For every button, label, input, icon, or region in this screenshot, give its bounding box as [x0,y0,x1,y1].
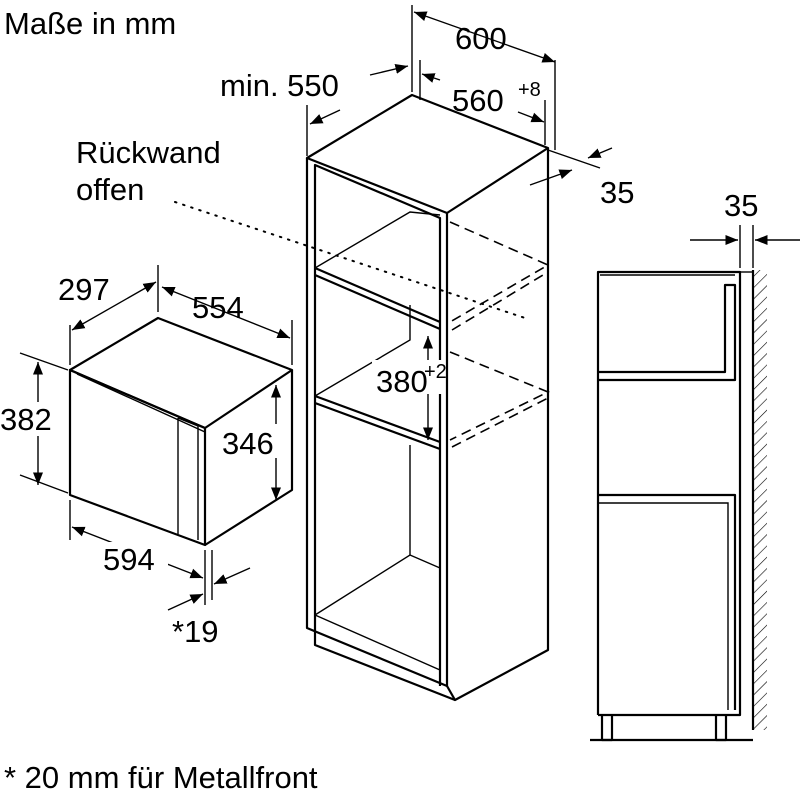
inner-depth-tolerance: +8 [518,79,541,101]
front-thickness: *19 [172,614,219,649]
niche-height: 380 [376,364,428,399]
back-open-label-1: Rückwand [76,135,221,170]
inner-depth: 560 [452,83,504,118]
cabinet-dimensions [306,5,613,440]
appliance-width-top: 554 [192,290,244,325]
side-view [590,225,800,742]
appliance-depth: 297 [58,272,110,307]
offset-35: 35 [600,175,634,210]
appliance-inner-height: 346 [222,426,274,461]
wall-gap: 35 [724,188,758,223]
niche-height-tolerance: +2 [424,361,447,383]
microwave [68,316,294,547]
depth-total: 600 [455,21,507,56]
depth-min: min. 550 [220,68,339,103]
title: Maße in mm [4,6,176,41]
appliance-width: 594 [103,542,155,577]
tall-cabinet [174,93,550,702]
footnote: * 20 mm für Metallfront [4,760,318,795]
appliance-height: 382 [0,402,52,437]
back-open-label-2: offen [76,172,144,207]
